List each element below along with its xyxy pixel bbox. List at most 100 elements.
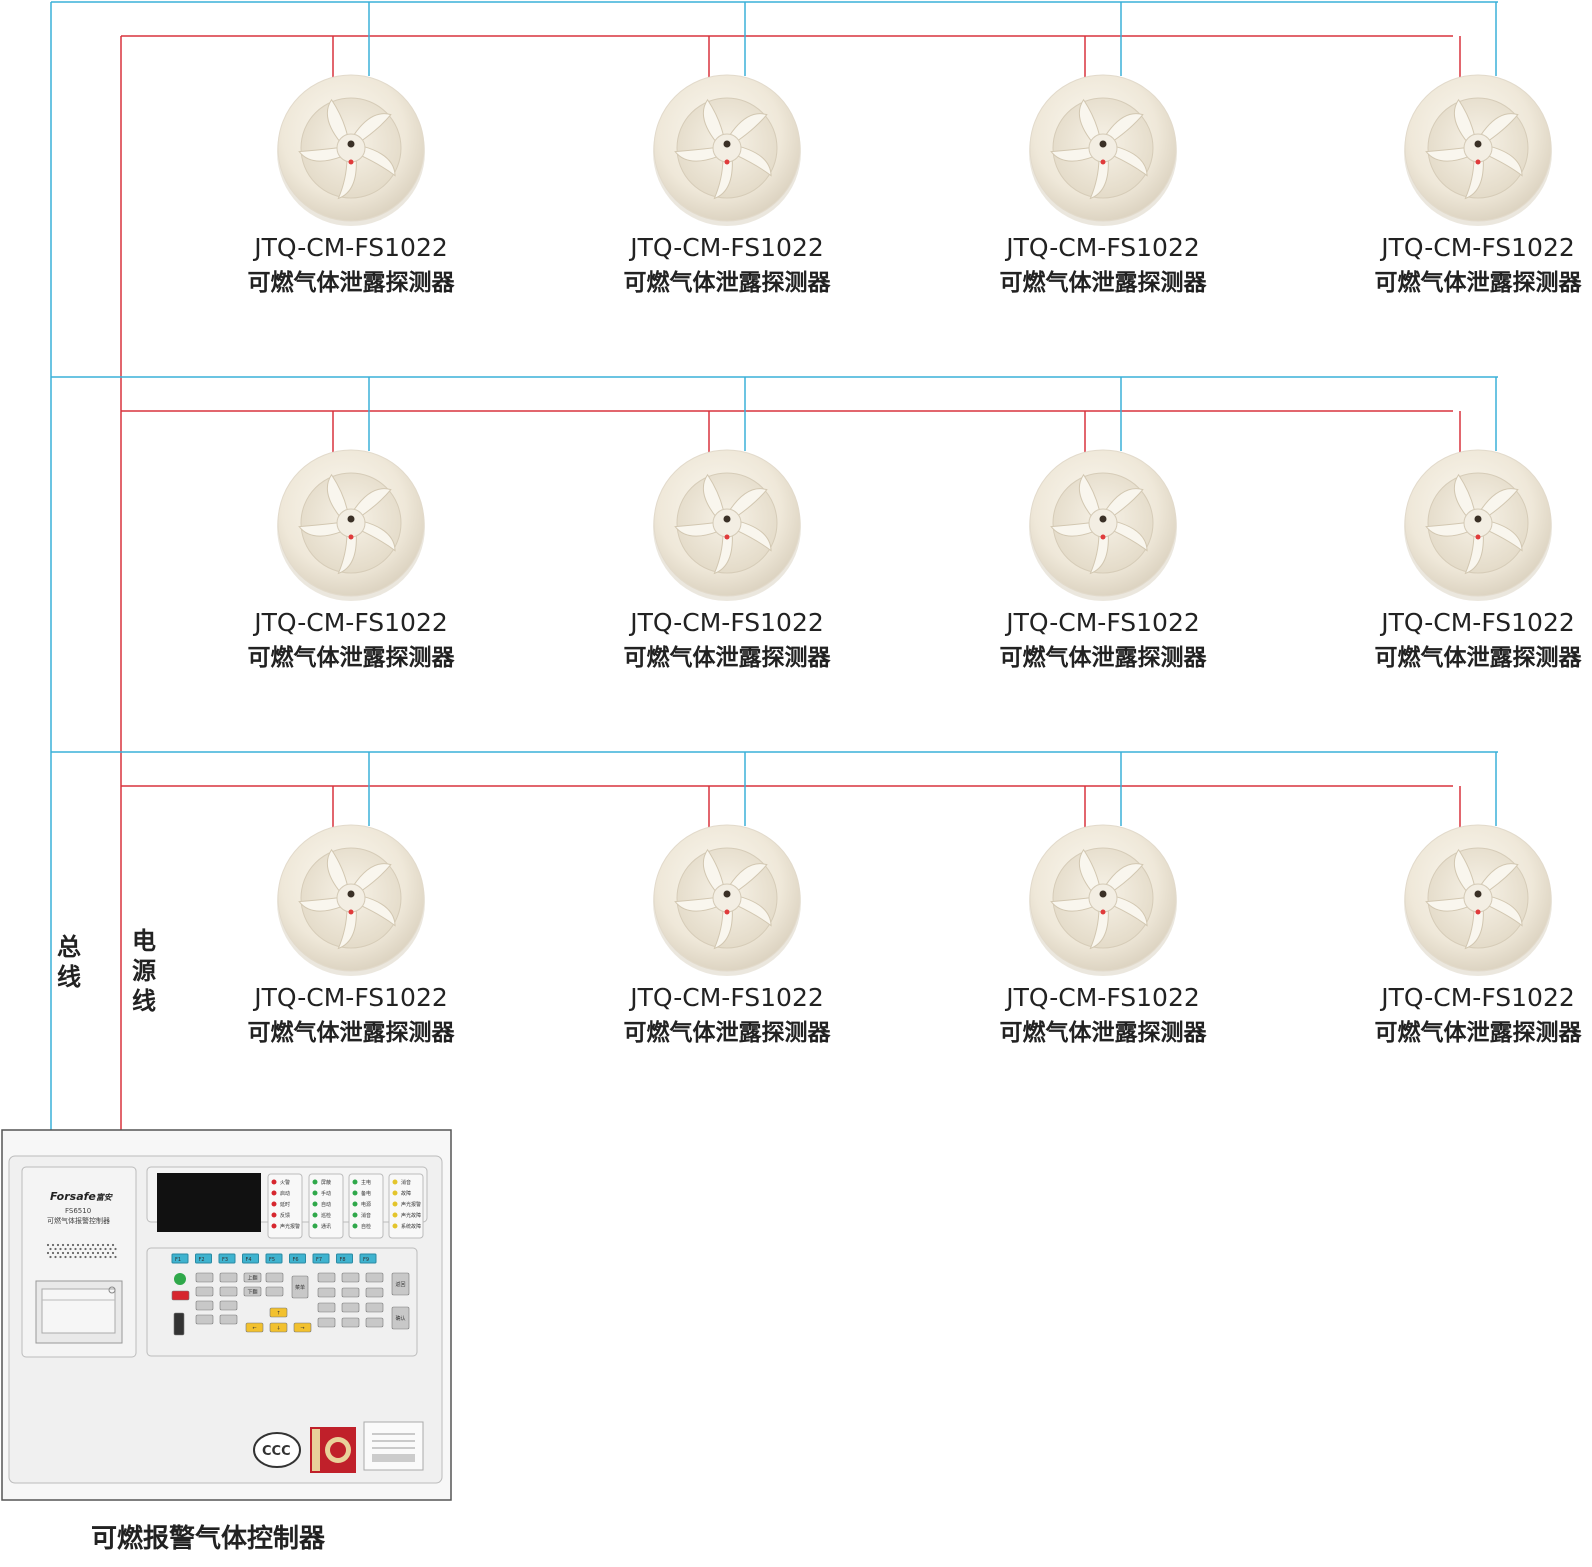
indicator-label: 声光故障 (401, 1212, 421, 1219)
function-key-button[interactable]: F3 (218, 1253, 236, 1264)
keypad-button[interactable] (195, 1300, 214, 1311)
lcd-screen (157, 1173, 261, 1232)
indicator-led-icon (271, 1201, 277, 1207)
wires-layer (50, 1, 1498, 1130)
svg-text:菜单: 菜单 (295, 1284, 305, 1291)
keypad-button[interactable] (219, 1272, 238, 1283)
menu-button[interactable]: 菜单 (291, 1275, 309, 1299)
arrow-up-button[interactable]: ↑ (269, 1307, 288, 1318)
key-down-page-button[interactable]: 下翻 (243, 1286, 262, 1297)
usb-port[interactable] (173, 1312, 185, 1336)
detector-model-label: JTQ-CM-FS1022 (252, 608, 448, 637)
indicator-led-icon (312, 1190, 318, 1196)
detector-name-label: 可燃气体泄露探测器 (248, 1019, 456, 1046)
function-key-button[interactable]: F6 (289, 1253, 306, 1264)
number-key-button[interactable] (365, 1287, 384, 1298)
detector-name-label: 可燃气体泄露探测器 (624, 644, 832, 671)
alarm-silence-button[interactable] (171, 1290, 190, 1301)
indicator-label: 启动 (280, 1190, 290, 1197)
indicator-led-icon (392, 1190, 398, 1196)
function-key-button[interactable]: F8 (336, 1253, 353, 1264)
svg-text:CCC: CCC (262, 1444, 291, 1459)
keypad-button[interactable] (219, 1314, 238, 1325)
svg-text:F5: F5 (269, 1257, 275, 1263)
sensor-hole-icon (347, 890, 355, 898)
arrow-left-button[interactable]: ← (245, 1322, 264, 1333)
number-key-button[interactable] (365, 1302, 384, 1313)
fire-cert-seal-icon (310, 1427, 356, 1473)
sensor-hole-icon (723, 140, 731, 148)
svg-text:F2: F2 (199, 1257, 205, 1263)
brand-logo: Forsafe富安 (50, 1190, 113, 1203)
function-key-button[interactable]: F2 (195, 1253, 212, 1264)
status-led-icon (348, 159, 354, 165)
number-key-button[interactable] (317, 1302, 336, 1313)
indicator-label: 延时 (280, 1201, 290, 1208)
keypad-button[interactable] (219, 1300, 238, 1311)
indicator-led-icon (392, 1212, 398, 1218)
number-key-button[interactable] (341, 1302, 360, 1313)
back-button[interactable]: 返回 (391, 1272, 410, 1296)
indicator-label: 自动 (321, 1201, 331, 1208)
svg-text:返回: 返回 (395, 1281, 405, 1288)
detector-model-label: JTQ-CM-FS1022 (628, 233, 824, 262)
keypad-button[interactable] (195, 1272, 214, 1283)
power-label-char-1: 电 (132, 926, 156, 955)
confirm-button[interactable]: 确认 (391, 1306, 410, 1330)
key-upper-button[interactable] (265, 1272, 284, 1283)
sensor-hole-icon (1099, 140, 1107, 148)
indicator-group (267, 1173, 303, 1239)
ccc-mark-icon: CCC (253, 1432, 301, 1468)
svg-text:F8: F8 (340, 1257, 346, 1263)
keypad-module (146, 1247, 418, 1357)
controller-model-text: FS6510 (65, 1207, 91, 1215)
number-key-button[interactable] (341, 1317, 360, 1328)
detector-name-label: 可燃气体泄露探测器 (624, 1019, 832, 1046)
number-key-button[interactable] (365, 1272, 384, 1283)
bus-label-char-2: 线 (57, 962, 81, 991)
svg-text:F4: F4 (246, 1257, 252, 1263)
number-key-button[interactable] (317, 1272, 336, 1283)
key-up-page-button[interactable]: 上翻 (243, 1272, 262, 1283)
power-key-icon[interactable] (174, 1273, 186, 1285)
number-key-button[interactable] (341, 1287, 360, 1298)
svg-text:F1: F1 (175, 1257, 181, 1263)
svg-text:F9: F9 (363, 1257, 369, 1263)
key-lower-button[interactable] (265, 1286, 284, 1297)
number-key-button[interactable] (317, 1287, 336, 1298)
printer-latch-icon (108, 1286, 116, 1294)
arrow-down-button[interactable]: ↓ (269, 1322, 288, 1333)
svg-text:上翻: 上翻 (247, 1275, 257, 1282)
sensor-hole-icon (723, 890, 731, 898)
keypad-button[interactable] (195, 1314, 214, 1325)
svg-text:确认: 确认 (395, 1315, 405, 1322)
number-key-button[interactable] (341, 1272, 360, 1283)
power-label-char-2: 源 (132, 956, 156, 985)
controller-caption: 可燃报警气体控制器 (91, 1523, 326, 1554)
keypad-button[interactable] (195, 1286, 214, 1297)
indicator-label: 故障 (401, 1190, 411, 1197)
keypad-button[interactable] (219, 1286, 238, 1297)
function-key-button[interactable]: F9 (359, 1253, 377, 1264)
arrow-right-button[interactable]: → (293, 1322, 312, 1333)
sensor-hole-icon (347, 140, 355, 148)
controller-subtitle-text: 可燃气体报警控制器 (47, 1216, 110, 1225)
number-key-button[interactable] (365, 1317, 384, 1328)
status-led-icon (724, 909, 730, 915)
function-key-button[interactable]: F4 (242, 1253, 259, 1264)
function-key-button[interactable]: F7 (312, 1253, 330, 1264)
indicator-led-icon (392, 1201, 398, 1207)
bus-wire-label: 总 线 (57, 932, 81, 991)
status-led-icon (1100, 159, 1106, 165)
function-key-button[interactable]: F1 (171, 1253, 189, 1264)
function-key-button[interactable]: F5 (265, 1253, 283, 1264)
number-key-button[interactable] (317, 1317, 336, 1328)
detector-model-label: JTQ-CM-FS1022 (1379, 608, 1575, 637)
detector-name-label: 可燃气体泄露探测器 (248, 269, 456, 296)
